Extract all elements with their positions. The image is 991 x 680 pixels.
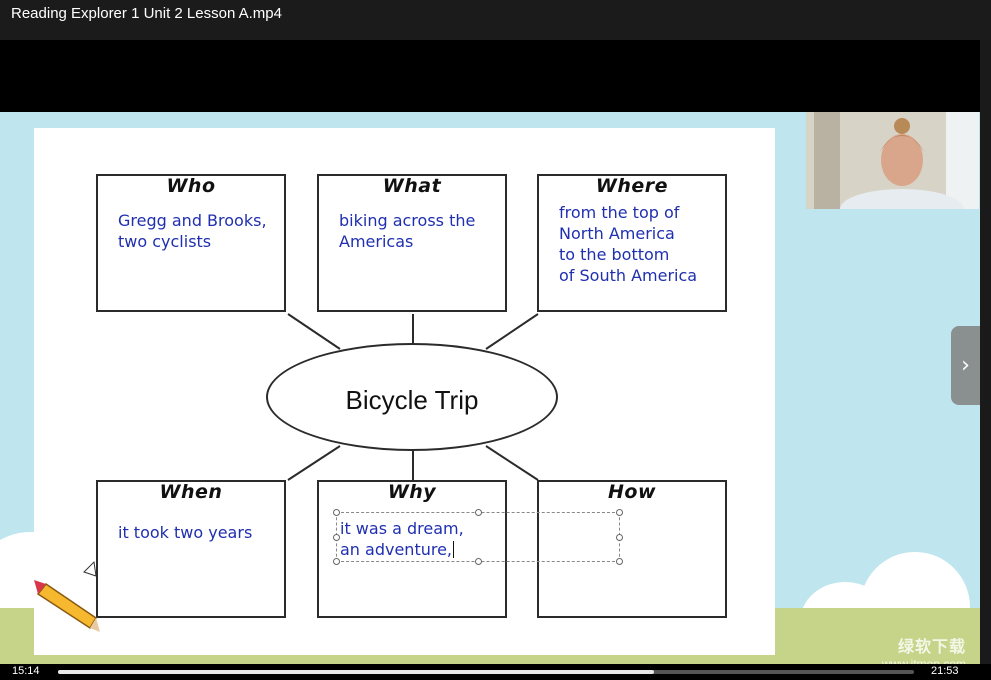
box-text: from the top of North America to the bot…: [559, 203, 698, 285]
webcam-overlay: [806, 112, 979, 209]
box-when: When it took two years: [96, 480, 286, 618]
seek-bar[interactable]: [58, 670, 914, 674]
presenter-video: [806, 112, 979, 209]
box-where: Where from the top of North America to t…: [537, 174, 727, 312]
editing-textbox[interactable]: it was a dream, an adventure,: [333, 509, 623, 565]
next-slide-button[interactable]: ›: [951, 326, 980, 405]
box-heading: When: [159, 481, 223, 503]
resize-handle[interactable]: [333, 509, 340, 516]
connector-when: [287, 445, 341, 481]
watermark-brand: 绿软下载: [898, 639, 967, 656]
slide-canvas: Who Gregg and Brooks, two cyclists What …: [34, 128, 775, 655]
diagram-connectors: [287, 313, 539, 481]
current-time: 15:14: [12, 665, 40, 677]
connector-how: [485, 445, 539, 481]
box-heading: How: [607, 481, 656, 503]
center-label: Bicycle Trip: [345, 385, 479, 415]
box-heading: Why: [387, 481, 437, 503]
chevron-right-icon: ›: [961, 353, 970, 378]
resize-handle[interactable]: [333, 534, 340, 541]
textbox-content: it was a dream, an adventure,: [340, 518, 464, 560]
resize-handle[interactable]: [616, 558, 623, 565]
connector-where: [485, 313, 539, 350]
total-time: 21:53: [931, 665, 959, 677]
resize-handle[interactable]: [333, 558, 340, 565]
box-heading: Where: [595, 175, 669, 197]
title-bar: Reading Explorer 1 Unit 2 Lesson A.mp4: [0, 0, 991, 40]
pencil-icon: [34, 560, 100, 632]
resize-handle[interactable]: [616, 534, 623, 541]
box-why: Why: [317, 480, 507, 618]
text-caret: [453, 541, 455, 558]
player-controls: 15:14 21:53: [0, 664, 991, 680]
box-heading: Who: [166, 175, 216, 197]
box-how: How: [537, 480, 727, 618]
window-title: Reading Explorer 1 Unit 2 Lesson A.mp4: [11, 5, 282, 22]
resize-handle[interactable]: [616, 509, 623, 516]
box-text: it took two years: [118, 523, 253, 542]
seek-bar-progress: [58, 670, 654, 674]
box-text: biking across the Americas: [339, 211, 476, 251]
box-heading: What: [382, 175, 442, 197]
center-ellipse: Bicycle Trip: [266, 343, 558, 451]
box-what: What biking across the Americas: [317, 174, 507, 312]
box-text: Gregg and Brooks, two cyclists: [118, 211, 267, 251]
resize-handle[interactable]: [475, 509, 482, 516]
box-who: Who Gregg and Brooks, two cyclists: [96, 174, 286, 312]
scrollbar[interactable]: [980, 40, 991, 664]
connector-who: [287, 313, 341, 350]
resize-handle[interactable]: [475, 558, 482, 565]
textbox-text: it was a dream, an adventure,: [340, 519, 464, 559]
